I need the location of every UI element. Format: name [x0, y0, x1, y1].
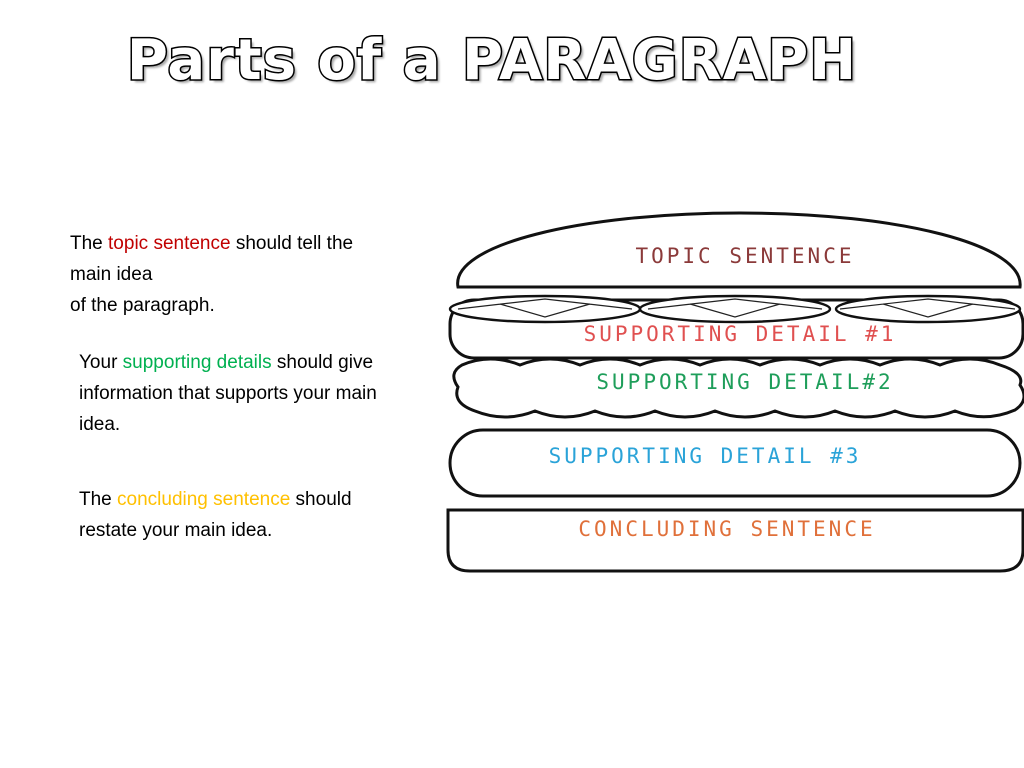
supporting-text-line3: idea. — [79, 414, 121, 435]
supporting-details-paragraph: Your supporting details should give infor… — [79, 347, 459, 440]
concluding-sentence-paragraph: The concluding sentence should restate yo… — [79, 484, 439, 546]
bottom-bun-shape — [446, 508, 1024, 573]
star-lid-left — [448, 294, 642, 324]
topic-sentence-paragraph: The topic sentence should tell the main i… — [70, 228, 440, 321]
topic-text-after: should tell the — [230, 233, 354, 254]
concluding-sentence-highlight: concluding sentence — [117, 489, 291, 510]
concluding-text-before: The — [79, 489, 118, 510]
concluding-text-line2: restate your main idea. — [79, 520, 273, 541]
star-lines-middle — [647, 298, 823, 318]
concluding-text-after: should — [290, 489, 352, 510]
hamburger-diagram: TOPIC SENTENCE SUPPORTING DETAIL #1 SUPP… — [446, 211, 1024, 573]
lettuce: SUPPORTING DETAIL#2 — [452, 357, 1024, 419]
patty: SUPPORTING DETAIL #1 — [448, 294, 1024, 360]
star-lines-right — [839, 298, 1016, 318]
lettuce-label: SUPPORTING DETAIL#2 — [596, 370, 893, 394]
topic-sentence-highlight: topic sentence — [108, 233, 231, 254]
star-lid-middle — [638, 294, 832, 324]
top-bun-label: TOPIC SENTENCE — [635, 244, 854, 268]
slide-title: Parts of a PARAGRAPH — [125, 27, 858, 95]
star-lines-left — [457, 298, 633, 318]
top-bun-shape — [456, 211, 1022, 289]
top-bun: TOPIC SENTENCE — [456, 211, 1022, 289]
cheese-layer-shape — [448, 428, 1022, 498]
supporting-text-after: should give — [271, 352, 374, 373]
topic-text-line2: main idea — [70, 264, 153, 285]
patty-label: SUPPORTING DETAIL #1 — [584, 322, 897, 346]
supporting-text-line2: information that supports your main — [79, 383, 377, 404]
supporting-text-before: Your — [79, 352, 123, 373]
star-lid-right — [834, 294, 1022, 324]
cheese-layer: SUPPORTING DETAIL #3 — [448, 428, 1022, 498]
cheese-layer-label: SUPPORTING DETAIL #3 — [549, 444, 862, 468]
topic-text-line3: of the paragraph. — [70, 295, 215, 316]
bottom-bun: CONCLUDING SENTENCE — [446, 508, 1024, 573]
supporting-details-highlight: supporting details — [122, 352, 272, 373]
bottom-bun-label: CONCLUDING SENTENCE — [578, 517, 875, 541]
topic-text-before: The — [70, 233, 109, 254]
lettuce-shape — [452, 357, 1024, 419]
